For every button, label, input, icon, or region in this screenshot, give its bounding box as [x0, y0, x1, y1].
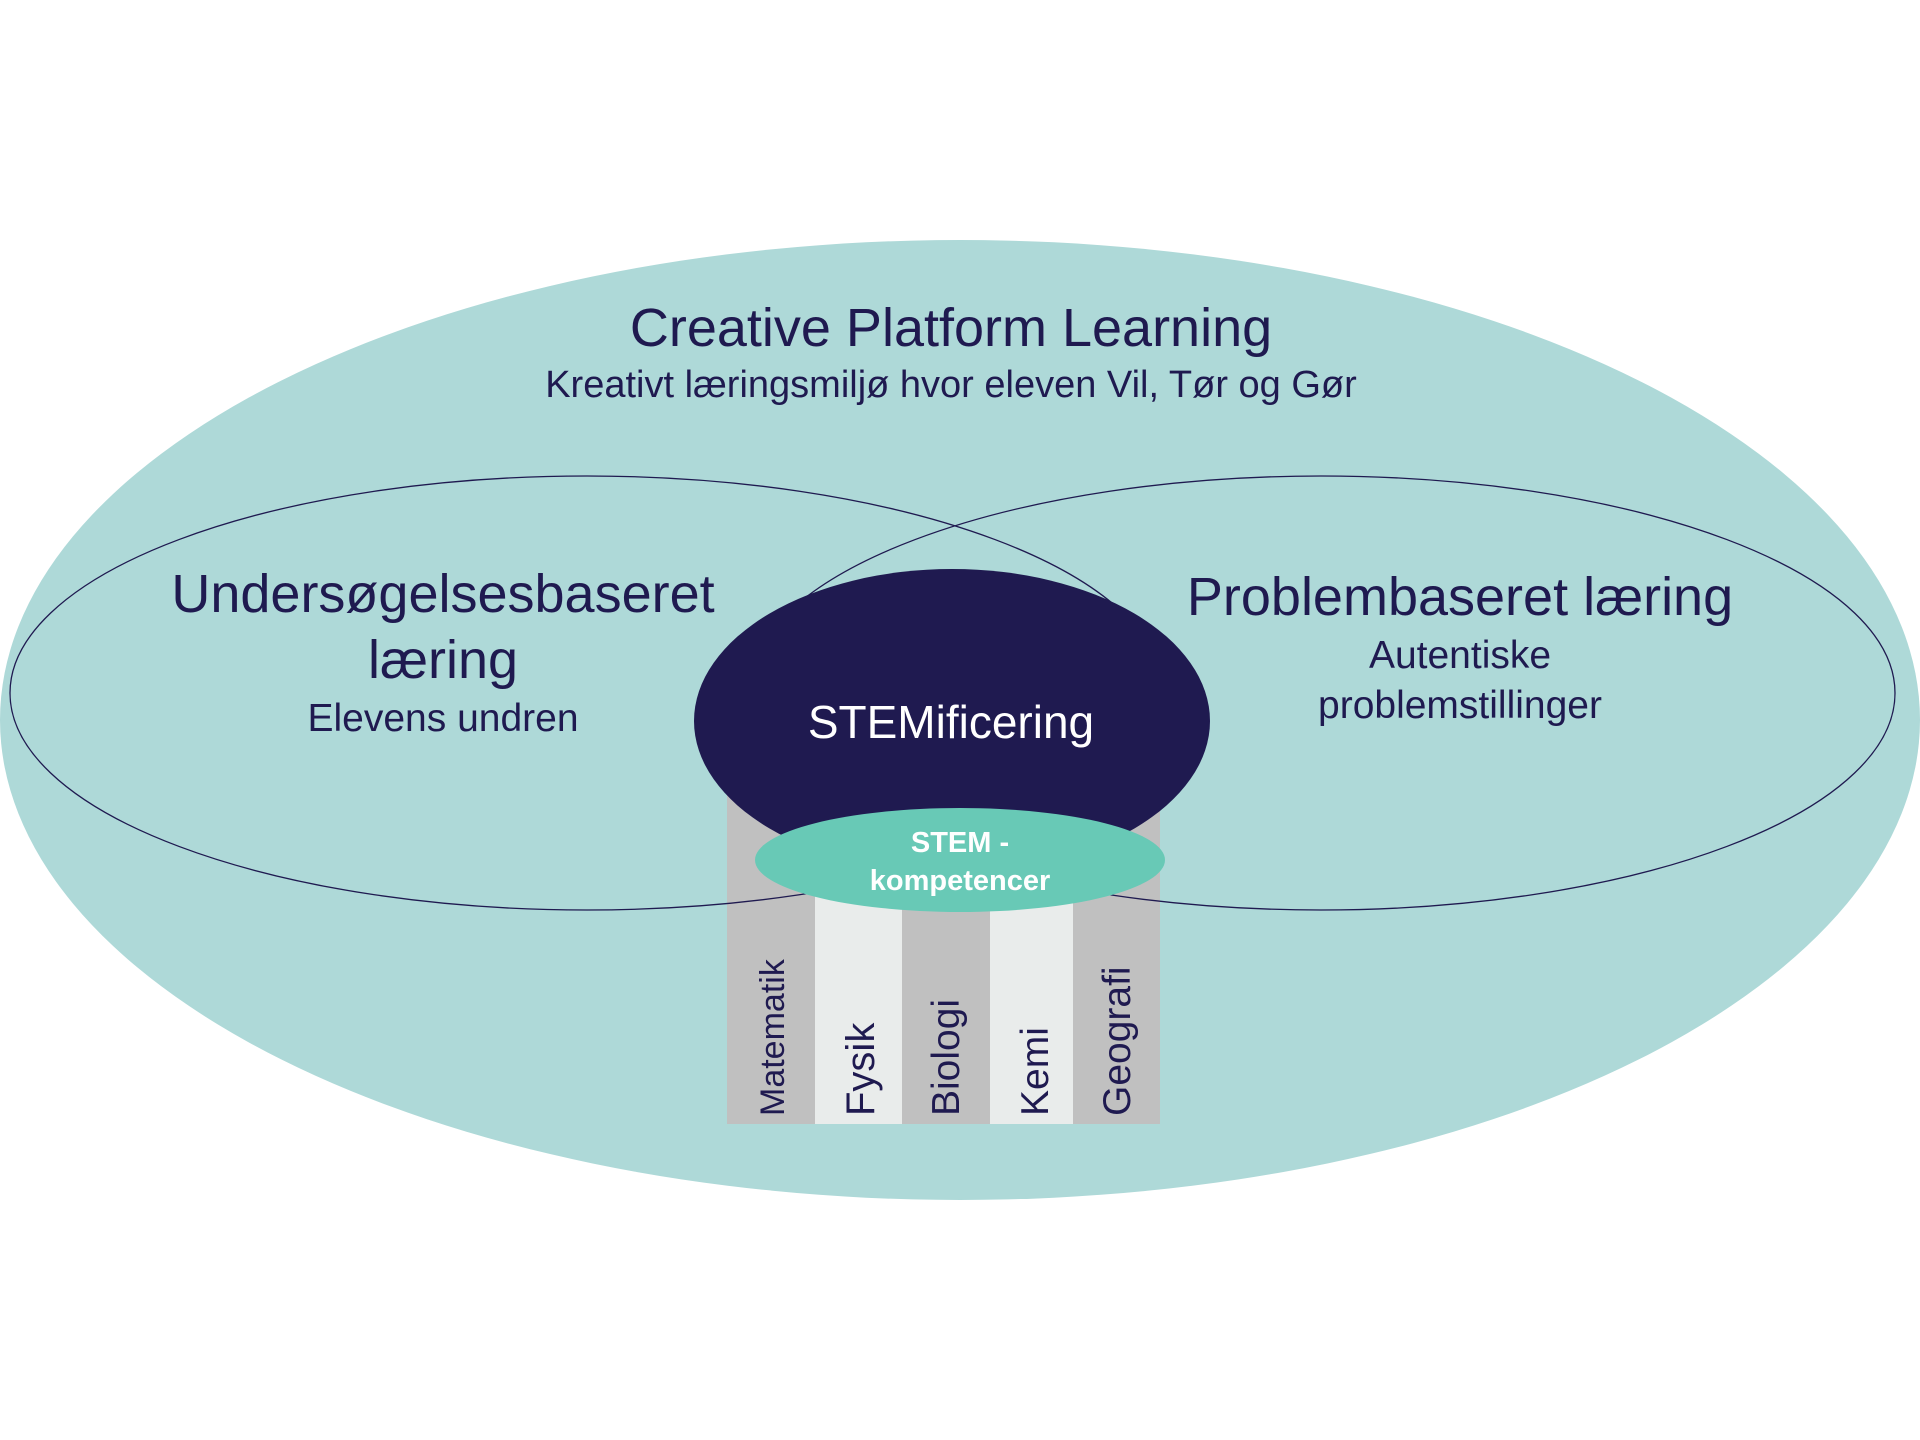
center-title: STEMificering: [808, 696, 1094, 748]
pillar-label-kemi: Kemi: [1014, 1027, 1057, 1116]
right-subtitle-line2: problemstillinger: [1318, 684, 1602, 727]
right-title: Problembaseret læring: [1187, 567, 1733, 627]
stemificering-ellipse: [694, 569, 1210, 873]
competence-ellipse: [755, 808, 1165, 912]
outer-title: Creative Platform Learning: [630, 298, 1272, 358]
pillar-label-geografi: Geografi: [1096, 966, 1139, 1116]
left-subtitle: Elevens undren: [307, 697, 578, 740]
competence-line2: kompetencer: [870, 865, 1051, 897]
competence-line1: STEM -: [911, 827, 1009, 859]
outer-subtitle: Kreativt læringsmiljø hvor eleven Vil, T…: [545, 364, 1357, 406]
left-title-line2: læring: [368, 630, 518, 690]
left-title-line1: Undersøgelsesbaseret: [171, 564, 714, 624]
right-subtitle-line1: Autentiske: [1369, 634, 1551, 677]
pillar-label-matematik: Matematik: [754, 958, 792, 1116]
pillar-label-biologi: Biologi: [925, 999, 968, 1116]
pillar-label-fysik: Fysik: [839, 1022, 883, 1116]
